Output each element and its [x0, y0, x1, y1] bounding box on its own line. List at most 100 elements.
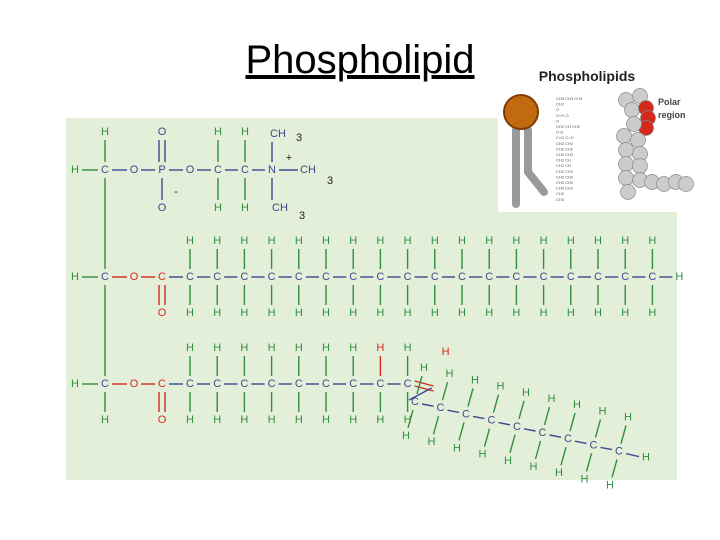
- atom-c: C: [462, 408, 470, 420]
- atom-c: C: [186, 271, 194, 283]
- charge-minus: -: [174, 186, 178, 198]
- atom-c: C: [376, 271, 384, 283]
- atom-h: H: [71, 164, 79, 176]
- atom-h: H: [512, 235, 520, 247]
- atom-h: H: [349, 414, 357, 426]
- bond: [447, 409, 460, 414]
- atom-c: C: [404, 271, 412, 283]
- atom-h: H: [442, 346, 450, 358]
- atom-h: H: [642, 452, 650, 464]
- bond: [569, 413, 576, 432]
- atom-c: C: [295, 271, 303, 283]
- atom-h: H: [322, 414, 330, 426]
- atom-h: H: [522, 387, 530, 399]
- atom-c: C: [539, 427, 547, 439]
- bond: [458, 422, 465, 441]
- inset-title: Phospholipids: [539, 68, 636, 84]
- bond: [498, 421, 511, 426]
- atom-o: O: [158, 307, 167, 319]
- bond: [492, 394, 500, 413]
- bond: [467, 388, 474, 407]
- atom-c: C: [594, 271, 602, 283]
- bond: [407, 409, 414, 429]
- atom-h: H: [504, 455, 512, 467]
- inset-chain-label: O: [556, 107, 559, 112]
- atom-h: H: [71, 378, 79, 390]
- atom-h: H: [648, 307, 656, 319]
- atom-c: C: [458, 271, 466, 283]
- atom-h: H: [241, 126, 249, 138]
- atom-h: H: [567, 235, 575, 247]
- atom-h: H: [186, 235, 194, 247]
- atom-h: H: [479, 449, 487, 461]
- atom-h: H: [241, 202, 249, 214]
- bond: [414, 380, 434, 387]
- atom-c: C: [564, 433, 572, 445]
- head-ball: [503, 94, 539, 130]
- atom-h: H: [594, 307, 602, 319]
- atom-h: H: [295, 307, 303, 319]
- atom-c: C: [322, 378, 330, 390]
- atom-h: H: [648, 235, 656, 247]
- atom-h: H: [268, 235, 276, 247]
- polar-region-label: region: [658, 110, 686, 120]
- bond: [585, 453, 593, 472]
- atom-h: H: [431, 307, 439, 319]
- atom-h: H: [624, 412, 632, 424]
- atom-h: H: [213, 307, 221, 319]
- atom-c: C: [240, 378, 248, 390]
- atom-sphere: [626, 116, 642, 132]
- atom-h: H: [471, 374, 479, 386]
- bond: [560, 447, 567, 466]
- atom-o: O: [158, 126, 167, 138]
- atom-h: H: [295, 342, 303, 354]
- atom-h: H: [322, 235, 330, 247]
- atom-c: C: [404, 378, 412, 390]
- bond: [543, 406, 551, 426]
- bond: [600, 446, 613, 451]
- bond: [414, 385, 434, 392]
- atom-h: H: [428, 436, 436, 448]
- atom-c: C: [567, 271, 575, 283]
- atom-c: C: [488, 415, 496, 427]
- atom-h: H: [349, 235, 357, 247]
- atom-h: H: [214, 202, 222, 214]
- atom-h: H: [485, 235, 493, 247]
- atom-h: H: [404, 235, 412, 247]
- bond: [416, 375, 423, 395]
- inset-chain-label: CH3 CH3 CH3: [556, 96, 583, 101]
- atom-h: H: [376, 414, 384, 426]
- atom-c: C: [540, 271, 548, 283]
- atom-c: C: [268, 378, 276, 390]
- atom-h: H: [376, 342, 384, 354]
- atom-h: H: [322, 342, 330, 354]
- atom-o: O: [158, 202, 167, 214]
- bond: [408, 387, 432, 401]
- atom-h: H: [404, 342, 412, 354]
- atom-h: H: [213, 235, 221, 247]
- bond: [421, 403, 434, 407]
- inset-chain-label: CH2 CH: [556, 158, 571, 163]
- atom-h: H: [404, 414, 412, 426]
- atom-h: H: [295, 235, 303, 247]
- atom-h: H: [453, 442, 461, 454]
- inset-chain-label: CH2 CH2: [556, 180, 574, 185]
- methyl-ch: CH: [270, 128, 286, 140]
- bond: [483, 428, 491, 447]
- subscript-3: 3: [327, 175, 333, 187]
- atom-h: H: [186, 342, 194, 354]
- atom-c: C: [101, 271, 109, 283]
- atom-h: H: [530, 461, 538, 473]
- methyl-ch: CH: [272, 202, 288, 214]
- atom-h: H: [404, 307, 412, 319]
- atom-h: H: [349, 307, 357, 319]
- atom-c: C: [268, 271, 276, 283]
- atom-o: O: [158, 414, 167, 426]
- atom-h: H: [446, 368, 454, 380]
- atom-c: C: [213, 271, 221, 283]
- atom-o: O: [130, 378, 139, 390]
- atom-h: H: [402, 430, 410, 442]
- inset-chain-label: CH2: [556, 191, 565, 196]
- atom-h: H: [376, 307, 384, 319]
